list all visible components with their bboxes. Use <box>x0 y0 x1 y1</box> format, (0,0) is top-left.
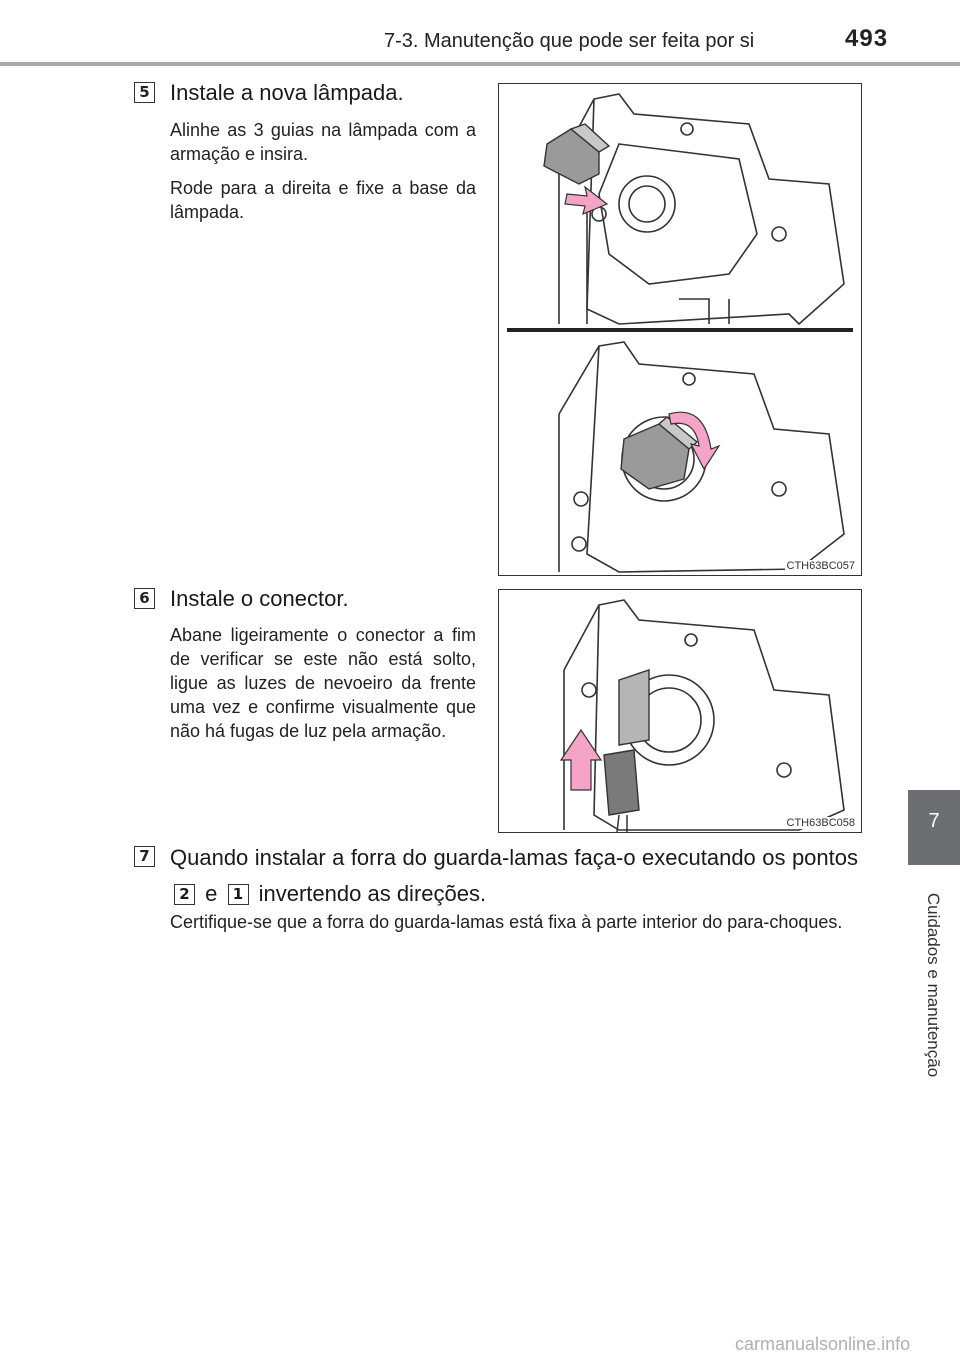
step-6-paragraph-1: Abane ligeiramente o conector a fim de v… <box>170 625 476 741</box>
step-ref-1: 1 <box>227 884 249 905</box>
chapter-number: 7 <box>928 810 940 832</box>
watermark: carmanualsonline.info <box>735 1334 911 1354</box>
chapter-label: Cuidados e manutenção <box>924 892 943 1078</box>
step-5-figure-code: CTH63BC057 <box>784 560 857 572</box>
step-7-text-before: Quando instalar a forra do guarda-lamas … <box>170 845 858 870</box>
step-5-paragraph-1: Alinhe as 3 guias na lâmpada com a armaç… <box>170 120 476 164</box>
step-5-paragraph-2: Rode para a direita e fixe a base da lâm… <box>170 178 476 222</box>
step-7-text-middle: e <box>205 881 218 906</box>
step-6-illustration: CTH63BC058 <box>498 589 862 833</box>
fog-lamp-insert-drawing <box>507 93 853 573</box>
connector-install-drawing <box>559 599 845 832</box>
step-ref-2: 2 <box>174 884 195 905</box>
page-header: 7-3. Manutenção que pode ser feita por s… <box>0 0 960 70</box>
step-6-body: Abane ligeiramente o conector a fim de v… <box>170 623 476 753</box>
step-6-badge: 6 <box>134 588 155 609</box>
chapter-tab: 7 <box>908 790 960 865</box>
step-6-figure-code: CTH63BC058 <box>784 817 857 829</box>
step-7-text-after: invertendo as direções. <box>258 881 487 906</box>
step-5-badge: 5 <box>134 82 155 103</box>
page-number: 493 <box>845 25 889 52</box>
step-5-title: Instale a nova lâmpada. <box>170 80 404 105</box>
step-6-title: Instale o conector. <box>170 586 349 611</box>
step-5-body: Alinhe as 3 guias na lâmpada com a armaç… <box>170 118 476 234</box>
step-7-instruction: Quando instalar a forra do guarda-lamas … <box>170 840 858 912</box>
step-5-illustration: CTH63BC057 <box>498 83 862 576</box>
step-7-badge: 7 <box>134 846 155 867</box>
header-divider <box>0 62 960 66</box>
step-7-note: Certifique-se que a forra do guarda-lama… <box>170 912 843 932</box>
section-title: 7-3. Manutenção que pode ser feita por s… <box>384 30 755 52</box>
